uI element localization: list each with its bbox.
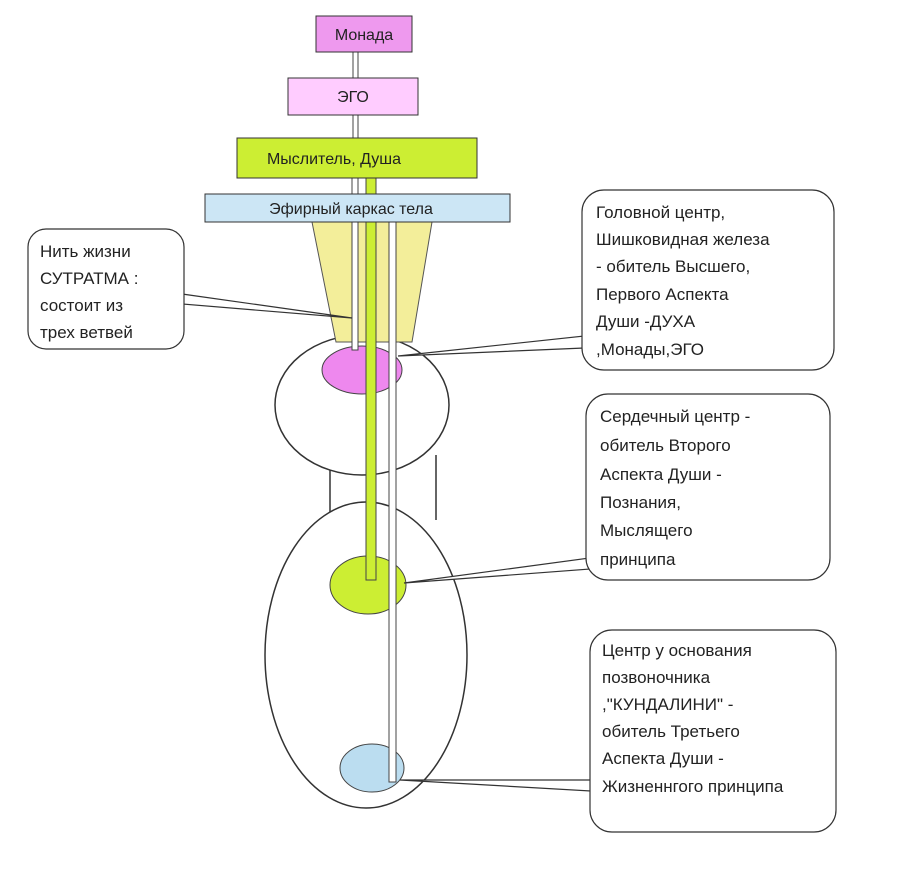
etheric-label: Эфирный каркас тела <box>269 201 433 218</box>
heart-callout-box <box>585 393 831 581</box>
sutratma-line-4: трех ветвей <box>40 323 133 342</box>
base-center <box>339 743 405 793</box>
sutratma-pointer <box>181 293 353 319</box>
heart-line-2: обитель Второго <box>600 436 731 455</box>
heart-line-4: Познания, <box>600 493 681 512</box>
head-line-1: Головной центр, <box>596 203 725 222</box>
callout-pointers <box>181 293 609 793</box>
etheric-box: Эфирный каркас тела <box>204 193 511 223</box>
monad-box: Монада <box>315 15 413 53</box>
head-callout-box <box>581 189 835 371</box>
thinker-box: Мыслитель, Душа <box>236 137 478 179</box>
head-line-6: ,Монады,ЭГО <box>596 340 704 359</box>
head-callout: Головной центр, Шишковидная железа - оби… <box>581 189 835 371</box>
base-pointer <box>399 779 609 793</box>
base-line-3: ,"КУНДАЛИНИ" - <box>602 695 733 714</box>
heart-line-3: Аспекта Души - <box>600 465 722 484</box>
sutratma-line-2: СУТРАТМА : <box>40 269 138 288</box>
heart-line-1: Сердечный центр - <box>600 407 750 426</box>
monad-box-rect <box>315 15 413 53</box>
ego-box: ЭГО <box>287 77 419 116</box>
heart-line-5: Мыслящего <box>600 521 693 540</box>
heart-line-6: принципа <box>600 550 676 569</box>
heart-callout: Сердечный центр - обитель Второго Аспект… <box>585 393 831 581</box>
thread-to-base <box>388 221 397 783</box>
sutratma-callout: Нить жизни СУТРАТМА : состоит из трех ве… <box>27 228 185 350</box>
base-line-4: обитель Третьего <box>602 722 740 741</box>
sutratma-callout-box <box>27 228 185 350</box>
etheric-box-rect <box>204 193 511 223</box>
base-callout: Центр у основания позвоночника ,"КУНДАЛИ… <box>589 629 837 833</box>
ego-box-rect <box>287 77 419 116</box>
head-center <box>321 345 403 395</box>
ego-label: ЭГО <box>337 89 369 106</box>
head-line-2: Шишковидная железа <box>596 230 770 249</box>
head-line-3: - обитель Высшего, <box>596 257 750 276</box>
thread-to-heart <box>365 177 377 581</box>
base-line-5: Аспекта Души - <box>602 749 724 768</box>
monad-label: Монада <box>335 27 393 44</box>
head-line-5: Души -ДУХА <box>596 312 696 331</box>
body-outline <box>264 334 468 809</box>
sutratma-line-1: Нить жизни <box>40 242 131 261</box>
head-pointer <box>397 335 585 357</box>
thinker-label: Мыслитель, Душа <box>267 151 401 168</box>
base-line-2: позвоночника <box>602 668 711 687</box>
head-line-4: Первого Аспекта <box>596 285 729 304</box>
base-line-1: Центр у основания <box>602 641 752 660</box>
thinker-box-rect <box>236 137 478 179</box>
base-callout-box <box>589 629 837 833</box>
sutratma-line-3: состоит из <box>40 296 123 315</box>
base-line-6: Жизненнгого принципа <box>602 777 784 796</box>
